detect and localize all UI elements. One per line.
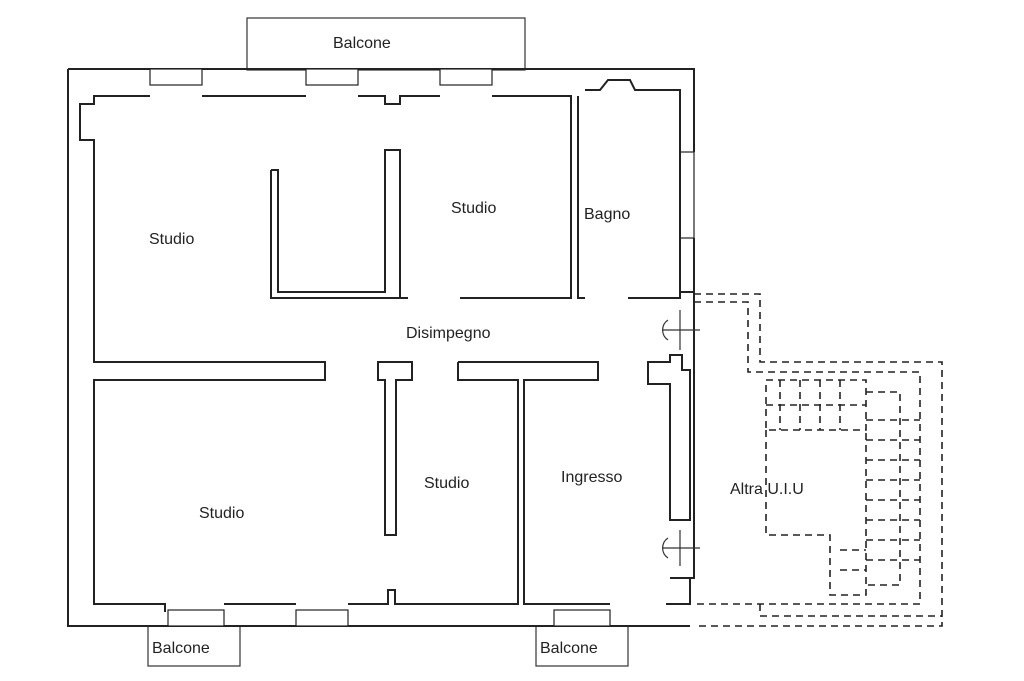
- label-studio-bottom-centre: Studio: [424, 475, 469, 492]
- label-studio-bottom-left: Studio: [199, 505, 244, 522]
- windows: [149, 68, 695, 627]
- label-bagno: Bagno: [584, 206, 630, 223]
- label-balcone-top: Balcone: [333, 35, 391, 52]
- label-studio-top-left: Studio: [149, 231, 194, 248]
- label-ingresso: Ingresso: [561, 469, 622, 486]
- adjacent-unit-dashed: [694, 293, 943, 627]
- label-altra-uiu: Altra U.I.U: [730, 481, 804, 498]
- label-disimpegno: Disimpegno: [406, 325, 491, 342]
- label-balcone-bottom-right: Balcone: [540, 640, 598, 657]
- label-studio-top-centre: Studio: [451, 200, 496, 217]
- room-walls: [79, 79, 700, 612]
- outer-wall: [67, 68, 695, 627]
- label-balcone-bottom-left: Balcone: [152, 640, 210, 657]
